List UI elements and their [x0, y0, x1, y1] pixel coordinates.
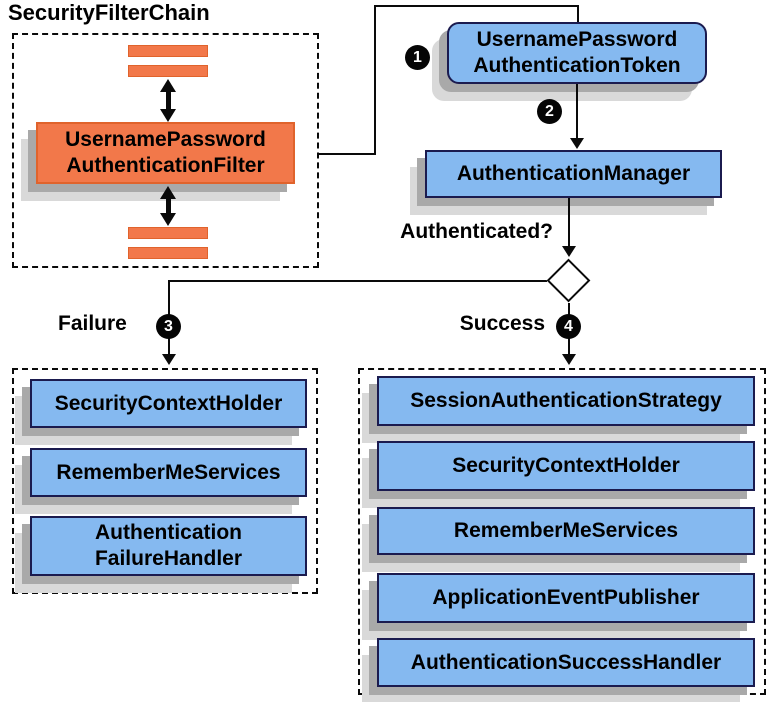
- security-filter-chain-container: [12, 33, 319, 268]
- connector-line: [318, 153, 376, 155]
- double-arrow-up-icon: [160, 186, 176, 199]
- application-event-publisher-node: ApplicationEventPublisher: [377, 573, 755, 623]
- double-arrow-down-icon: [160, 109, 176, 122]
- step-3-badge: 3: [156, 314, 181, 339]
- security-filter-chain-title: SecurityFilterChain: [8, 0, 210, 25]
- node-label: RememberMeServices: [453, 519, 679, 542]
- username-password-authentication-token-node: UsernamePassword AuthenticationToken: [447, 22, 707, 84]
- authenticated-question-label: Authenticated?: [400, 220, 553, 243]
- filter-bar: [128, 227, 208, 239]
- authentication-success-handler-node: AuthenticationSuccessHandler: [377, 638, 755, 687]
- node-label: AuthenticationSuccessHandler: [410, 650, 722, 674]
- remember-me-services-node: RememberMeServices: [30, 448, 307, 497]
- authentication-manager-node: AuthenticationManager: [425, 150, 722, 198]
- double-arrow-down-icon: [160, 213, 176, 226]
- filter-bar: [128, 65, 208, 77]
- connector-line: [374, 5, 376, 155]
- filter-bar: [128, 45, 208, 57]
- connector-line: [577, 5, 579, 23]
- node-label-line1: UsernamePassword: [65, 128, 266, 151]
- node-label-line1: UsernamePassword: [476, 28, 678, 51]
- security-context-holder-success-node: SecurityContextHolder: [377, 441, 755, 491]
- failure-handlers-container: [12, 368, 318, 594]
- success-label: Success: [459, 312, 545, 335]
- node-label: RememberMeServices: [56, 460, 281, 484]
- filter-bar: [128, 247, 208, 259]
- double-arrow-shaft: [166, 196, 171, 216]
- node-label-line1: Authentication: [95, 521, 242, 544]
- authentication-failure-handler-node: Authentication FailureHandler: [30, 516, 307, 576]
- double-arrow-shaft: [166, 89, 171, 112]
- step-2-badge: 2: [537, 99, 562, 124]
- double-arrow-up-icon: [160, 79, 176, 92]
- decision-diamond: [546, 258, 591, 303]
- node-label: SessionAuthenticationStrategy: [410, 389, 722, 412]
- session-authentication-strategy-node: SessionAuthenticationStrategy: [377, 376, 755, 426]
- step-1-badge: 1: [405, 45, 430, 70]
- connector-line: [568, 198, 570, 248]
- security-context-holder-node: SecurityContextHolder: [30, 379, 307, 428]
- step-4-badge: 4: [556, 314, 581, 339]
- node-label-line2: AuthenticationFilter: [66, 154, 265, 177]
- node-label: SecurityContextHolder: [452, 454, 680, 477]
- arrow-down-icon: [162, 354, 176, 365]
- arrow-down-icon: [562, 246, 576, 257]
- connector-line: [169, 280, 547, 282]
- arrow-down-icon: [562, 354, 576, 365]
- node-label-line2: AuthenticationToken: [473, 54, 681, 77]
- remember-me-services-success-node: RememberMeServices: [377, 507, 755, 555]
- node-label: ApplicationEventPublisher: [432, 586, 700, 609]
- success-handlers-container: [358, 368, 766, 695]
- connector-line: [374, 5, 579, 7]
- failure-label: Failure: [58, 312, 127, 335]
- node-label-line2: FailureHandler: [94, 547, 243, 570]
- node-label: AuthenticationManager: [456, 162, 691, 185]
- node-label: SecurityContextHolder: [54, 391, 283, 415]
- arrow-down-icon: [570, 138, 584, 149]
- connector-line: [576, 84, 578, 140]
- username-password-authentication-filter-node: UsernamePassword AuthenticationFilter: [36, 122, 295, 184]
